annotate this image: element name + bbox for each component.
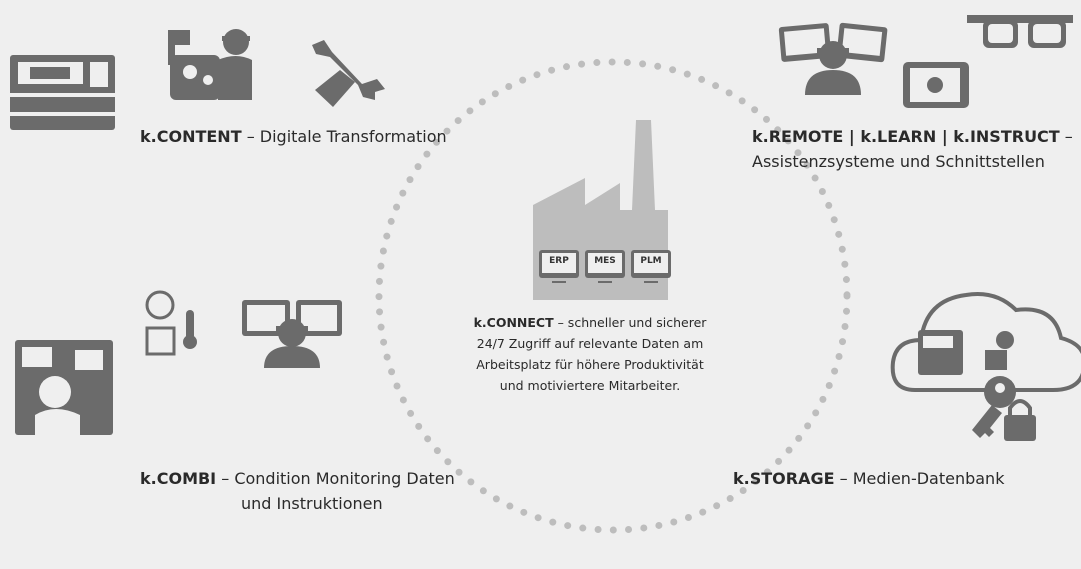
dotted-connection-circle xyxy=(375,58,851,534)
wrench-hand-icon xyxy=(312,40,385,107)
k-content-title: k.CONTENT xyxy=(140,127,242,146)
k-connect-description: k.CONNECT – schneller und sicherer 24/7 … xyxy=(470,312,710,396)
k-combi-label: k.COMBI – Condition Monitoring Daten xyxy=(140,469,455,488)
k-connect-line4: und motiviertere Mitarbeiter. xyxy=(499,378,681,393)
worker-monitoring-screens-icon xyxy=(242,300,342,368)
k-connect-line1: k.CONNECT – schneller und sicherer xyxy=(470,312,710,333)
k-combi-title: k.COMBI xyxy=(140,469,217,488)
k-combi-desc2: und Instruktionen xyxy=(241,494,383,513)
k-remote-label: k.REMOTE | k.LEARN | k.INSTRUCT – xyxy=(752,127,1073,146)
smart-glasses-icon xyxy=(967,15,1073,48)
key-icon xyxy=(972,376,1016,438)
worker-screens-icon xyxy=(778,22,888,95)
monitor-mes-icon xyxy=(585,250,625,283)
padlock-icon xyxy=(1004,399,1036,441)
k-storage-title: k.STORAGE xyxy=(733,469,835,488)
mes-label: MES xyxy=(594,256,616,266)
k-connect-line1-rest: – schneller und sicherer xyxy=(553,315,707,330)
gauge-icon xyxy=(145,290,176,356)
k-connect-line3: Arbeitsplatz für höhere Produktivität xyxy=(476,357,704,372)
monitor-plm-icon xyxy=(631,250,671,283)
k-storage-desc: – Medien-Datenbank xyxy=(834,469,1005,488)
k-connect-title: k.CONNECT xyxy=(473,315,554,330)
k-content-desc: – Digitale Transformation xyxy=(241,127,447,146)
k-combi-desc: – Condition Monitoring Daten xyxy=(216,469,455,488)
k-remote-title: k.REMOTE | k.LEARN | k.INSTRUCT xyxy=(752,127,1060,146)
monitor-erp-icon xyxy=(539,250,579,283)
k-remote-dash: – xyxy=(1059,127,1073,146)
k-remote-desc: Assistenzsysteme und Schnittstellen xyxy=(752,152,1045,171)
k-connect-line2: 24/7 Zugriff auf relevante Daten am xyxy=(476,336,704,351)
worker-gears-icon xyxy=(168,29,252,100)
operator-control-panel-icon xyxy=(15,340,113,435)
cnc-machine-icon xyxy=(10,55,115,130)
thermometer-icon xyxy=(183,310,197,349)
erp-label: ERP xyxy=(549,256,569,266)
tablet-icon xyxy=(903,62,969,108)
plm-label: PLM xyxy=(640,256,662,266)
cloud-storage-icon xyxy=(890,292,1081,392)
k-content-label: k.CONTENT – Digitale Transformation xyxy=(140,127,447,146)
k-storage-label: k.STORAGE – Medien-Datenbank xyxy=(733,469,1004,488)
